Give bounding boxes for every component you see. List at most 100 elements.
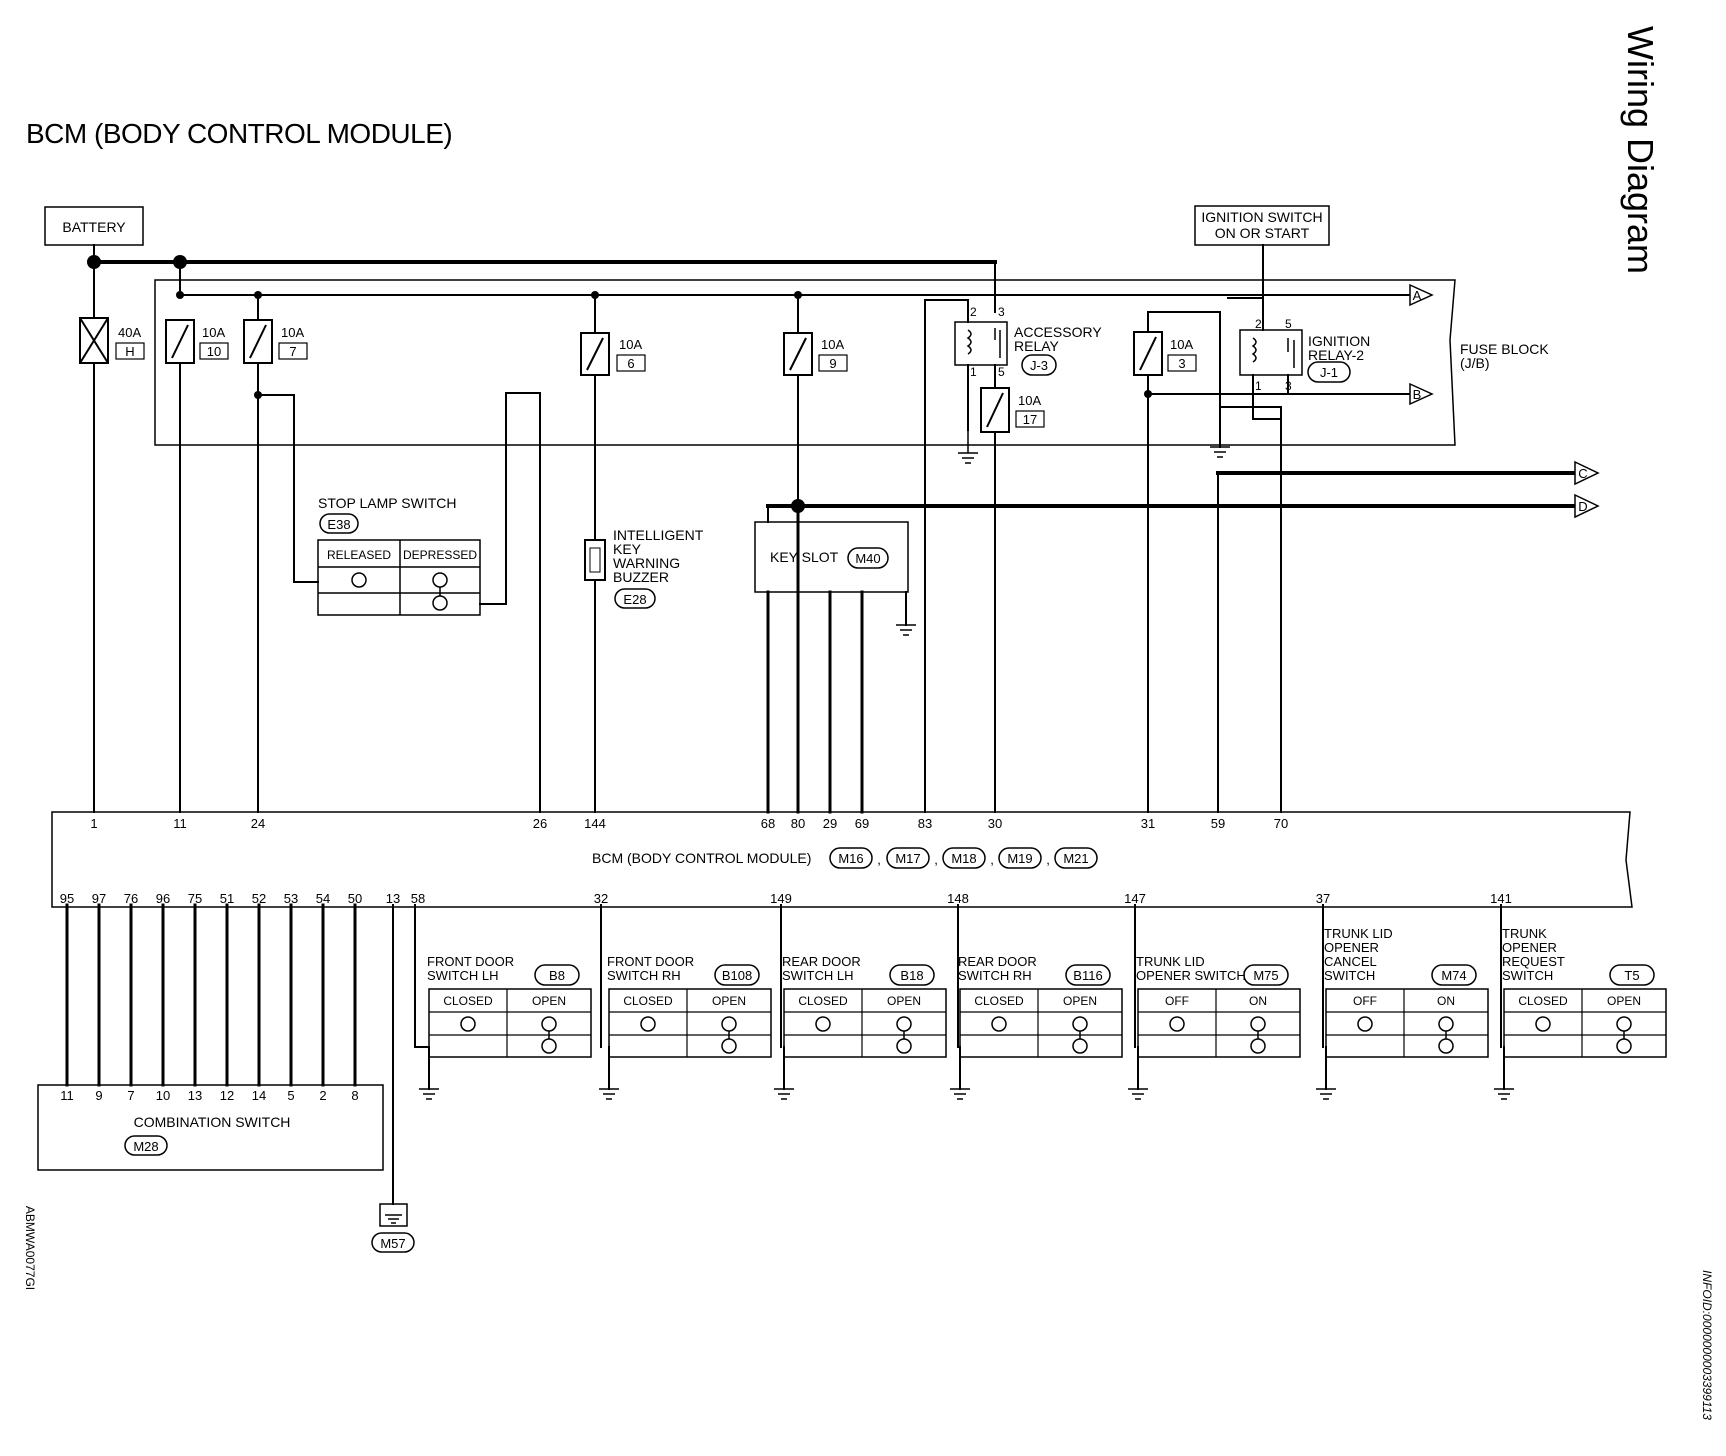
buzzer-label-3: WARNING (613, 555, 680, 571)
bcm-pin: 1 (90, 816, 97, 831)
key-slot-connector: M40 (855, 551, 880, 566)
contact-circle (1072, 1038, 1088, 1054)
bcm-pin: 70 (1274, 816, 1288, 831)
bcm-pin: 30 (988, 816, 1002, 831)
bcm-pin: 51 (220, 891, 234, 906)
switch-state-1: CLOSED (443, 994, 493, 1008)
contact-circle (1616, 1038, 1632, 1054)
off-page-arrows (1409, 283, 1600, 519)
switch-connector-oval (1431, 964, 1477, 986)
switch-name: FRONT DOOR (427, 954, 514, 969)
ground-symbols (379, 430, 1514, 1227)
combination-switch-pin: 11 (60, 1088, 74, 1103)
bcm-pin: 54 (316, 891, 330, 906)
switch-connector-oval (1065, 964, 1111, 986)
bcm-pin: 83 (918, 816, 932, 831)
switch-state-1: CLOSED (623, 994, 673, 1008)
bcm-connector-separator: , (1046, 852, 1050, 867)
contact-circle (1250, 1016, 1266, 1032)
switch-state-2: OPEN (712, 994, 746, 1008)
fuse-slot: 6 (627, 356, 634, 371)
fuse-rating: 10A (202, 325, 225, 340)
bcm-pin: 31 (1141, 816, 1155, 831)
bcm-connector-separator: , (934, 852, 938, 867)
key-slot-box (754, 521, 909, 593)
fuse-block-label-2: (J/B) (1460, 355, 1490, 371)
fuse-block-label: FUSE BLOCK (1460, 341, 1549, 357)
switch-name: SWITCH RH (958, 968, 1032, 983)
ignition-relay-label-2: RELAY-2 (1308, 347, 1364, 363)
switch-state-2: OPEN (887, 994, 921, 1008)
switch-connector: M74 (1441, 968, 1466, 983)
switch-name: REAR DOOR (958, 954, 1037, 969)
switch-name: FRONT DOOR (607, 954, 694, 969)
bcm-connector: M16 (838, 851, 863, 866)
bcm-pin: 76 (124, 891, 138, 906)
ign-relay-pin: 5 (1285, 317, 1292, 331)
contact-circle (460, 1016, 476, 1032)
buzzer-label-4: BUZZER (613, 569, 669, 585)
fuse-rating: 10A (281, 325, 304, 340)
switch-name: OPENER (1324, 940, 1379, 955)
contact-circle (896, 1016, 912, 1032)
bcm-pin: 50 (348, 891, 362, 906)
bcm-connector-oval (998, 847, 1042, 869)
off-page-d: D (1578, 499, 1587, 514)
contact-circle (991, 1016, 1007, 1032)
contact-circle (640, 1016, 656, 1032)
fuse-slot: 17 (1023, 412, 1037, 427)
bcm-pin: 11 (173, 816, 187, 831)
stop-lamp-connector: E38 (327, 517, 350, 532)
bcm-pin: 37 (1316, 891, 1330, 906)
bcm-connector: M18 (951, 851, 976, 866)
switch-table (1503, 988, 1667, 1058)
ign-relay-pin: 3 (1285, 379, 1292, 393)
combination-switch-pin: 12 (220, 1088, 234, 1103)
switch-connector-oval (1609, 964, 1655, 986)
combination-switch-pin: 7 (127, 1088, 134, 1103)
combination-switch-box (37, 1084, 384, 1171)
bcm-pin: 59 (1211, 816, 1225, 831)
bcm-label: BCM (BODY CONTROL MODULE) (592, 850, 811, 866)
fuse-rating: 40A (118, 325, 141, 340)
switch-connector: B108 (722, 968, 752, 983)
off-page-c: C (1578, 466, 1587, 481)
bcm-pin: 148 (947, 891, 969, 906)
off-page-b: B (1413, 387, 1422, 402)
switch-connector-oval (889, 964, 935, 986)
contact-circle (1535, 1016, 1551, 1032)
switch-connector-oval (714, 964, 760, 986)
switch-name: SWITCH RH (607, 968, 681, 983)
ignition-relay-connector: J-1 (1320, 365, 1338, 380)
stop-lamp-switch-label: STOP LAMP SWITCH (318, 495, 456, 511)
ignition-relay-box (1239, 329, 1303, 376)
contact-circle (1357, 1016, 1373, 1032)
bcm-connector-separator: , (990, 852, 994, 867)
switch-table (959, 988, 1123, 1058)
combination-switch-label: COMBINATION SWITCH (134, 1114, 291, 1130)
fuse-rating: 10A (821, 337, 844, 352)
fuse-slot: H (125, 344, 134, 359)
switch-state-2: OPEN (532, 994, 566, 1008)
junction-dots (87, 255, 1152, 513)
switch-state-1: OFF (1165, 994, 1189, 1008)
bcm-pin: 29 (823, 816, 837, 831)
switch-state-1: CLOSED (974, 994, 1024, 1008)
contact-circle (1250, 1038, 1266, 1054)
bcm-connector-oval (942, 847, 986, 869)
buzzer-label-2: KEY (613, 541, 642, 557)
component-boxes (37, 205, 1633, 1171)
switch-name: SWITCH (1324, 968, 1375, 983)
switch-table (1325, 988, 1489, 1058)
bcm-pin: 52 (252, 891, 266, 906)
bcm-connector: M19 (1007, 851, 1032, 866)
switch-connector: B116 (1073, 968, 1102, 983)
bcm-connector: M17 (895, 851, 920, 866)
switch-name: SWITCH (1502, 968, 1553, 983)
